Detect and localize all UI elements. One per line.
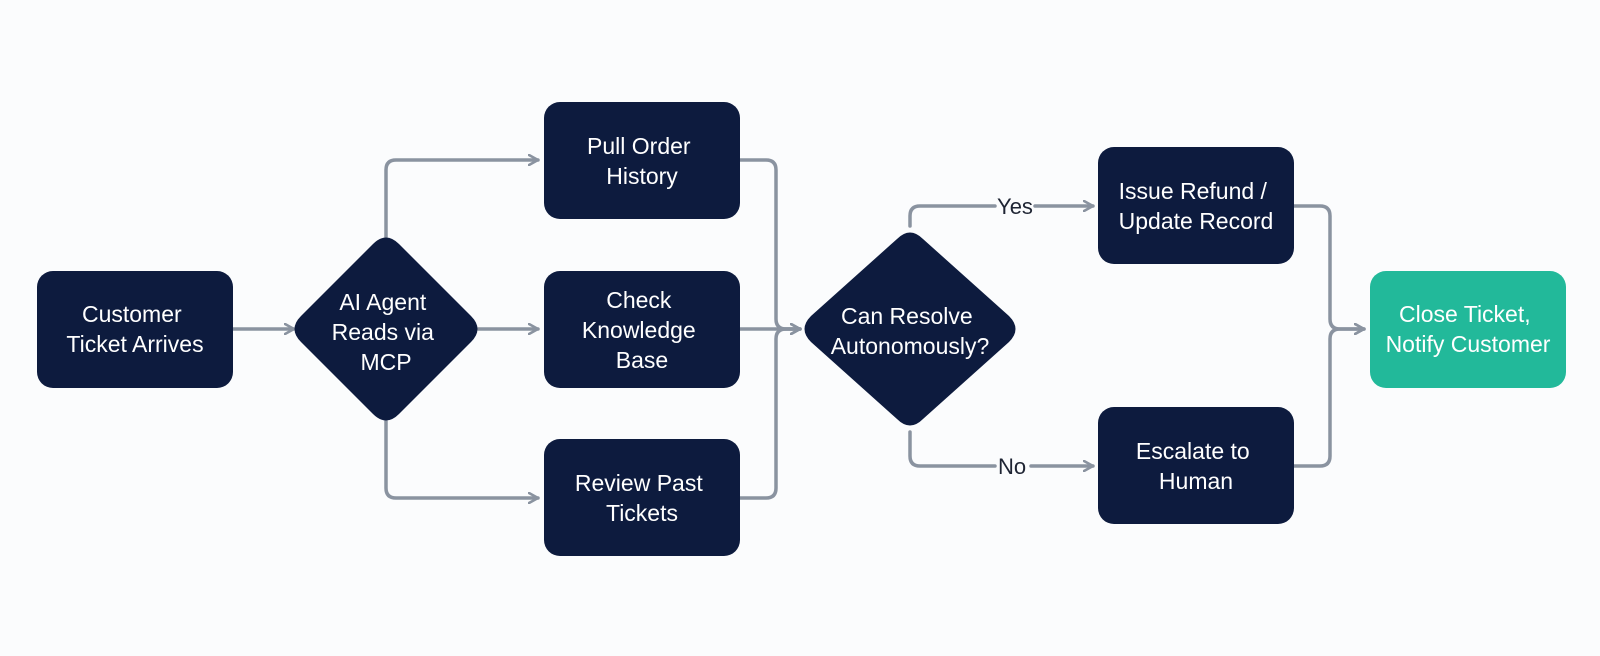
svg-text:Close Ticket, Notify Cus: Close Ticket, Notify Customer — [1386, 301, 1551, 357]
node-pull-order-line-1: Pull Order — [587, 133, 691, 159]
edge-resolve-no — [908, 430, 1093, 466]
node-ai-agent-line-1: AI Agent — [339, 289, 427, 315]
node-ai-agent-line-2: Reads via — [332, 319, 434, 345]
edge-order-to-resolve — [738, 158, 802, 329]
edge-label-yes: Yes — [997, 194, 1033, 219]
node-customer-ticket: Customer Ticket Arrives — [37, 271, 233, 388]
edge-refund-to-close — [1292, 204, 1366, 329]
node-check-knowledge-base: Check Knowledge Base — [544, 271, 740, 388]
node-ai-agent-line-3: MCP — [360, 349, 411, 375]
edge-escalate-to-close — [1292, 329, 1366, 468]
node-issue-refund: Issue Refund / Update Record — [1098, 147, 1294, 264]
svg-text:Review Past Tickets: Review Past Tickets — [575, 470, 709, 526]
node-close-ticket-line-1: Close Ticket, — [1399, 301, 1531, 327]
node-can-resolve-decision: Can Resolve Autonomously? — [804, 232, 1016, 426]
node-check-kb-line-3: Base — [616, 347, 668, 373]
node-escalate-line-1: Escalate to — [1136, 438, 1250, 464]
svg-text:Escalate to Human: Escalate to Human — [1136, 438, 1256, 494]
node-review-past-line-2: Tickets — [606, 500, 678, 526]
node-escalate-to-human: Escalate to Human — [1098, 407, 1294, 524]
svg-text:AI Agent Reads via: AI Agent Reads via MCP — [332, 289, 441, 375]
svg-text:Check Knowledge Ba: Check Knowledge Base — [582, 287, 702, 373]
svg-text:Can Resolve Autonomously: Can Resolve Autonomously? — [831, 303, 990, 359]
svg-text:Customer Ticket Arrives: Customer Ticket Arrives — [66, 301, 203, 357]
node-can-resolve-line-2: Autonomously? — [831, 333, 990, 359]
node-close-ticket-line-2: Notify Customer — [1386, 331, 1551, 357]
edge-agent-to-order — [384, 160, 540, 239]
node-customer-ticket-line-2: Ticket Arrives — [66, 331, 203, 357]
svg-text:Issue Refund / Update Re: Issue Refund / Update Record — [1119, 178, 1274, 234]
node-escalate-line-2: Human — [1159, 468, 1233, 494]
node-issue-refund-line-1: Issue Refund / — [1119, 178, 1268, 204]
edge-label-no: No — [998, 454, 1026, 479]
svg-text:Pull Order History: Pull Order History — [587, 133, 697, 189]
edge-resolve-yes — [908, 206, 1093, 228]
edge-past-to-resolve — [738, 329, 802, 500]
node-pull-order-line-2: History — [606, 163, 678, 189]
node-customer-ticket-line-1: Customer — [82, 301, 182, 327]
node-check-kb-line-1: Check — [606, 287, 672, 313]
node-can-resolve-line-1: Can Resolve — [841, 303, 973, 329]
node-review-past-tickets: Review Past Tickets — [544, 439, 740, 556]
node-review-past-line-1: Review Past — [575, 470, 703, 496]
node-check-kb-line-2: Knowledge — [582, 317, 696, 343]
node-issue-refund-line-2: Update Record — [1119, 208, 1274, 234]
node-pull-order-history: Pull Order History — [544, 102, 740, 219]
node-ai-agent-decision: AI Agent Reads via MCP — [294, 237, 478, 421]
node-close-ticket: Close Ticket, Notify Customer — [1370, 271, 1566, 388]
edge-agent-to-past — [384, 419, 540, 498]
